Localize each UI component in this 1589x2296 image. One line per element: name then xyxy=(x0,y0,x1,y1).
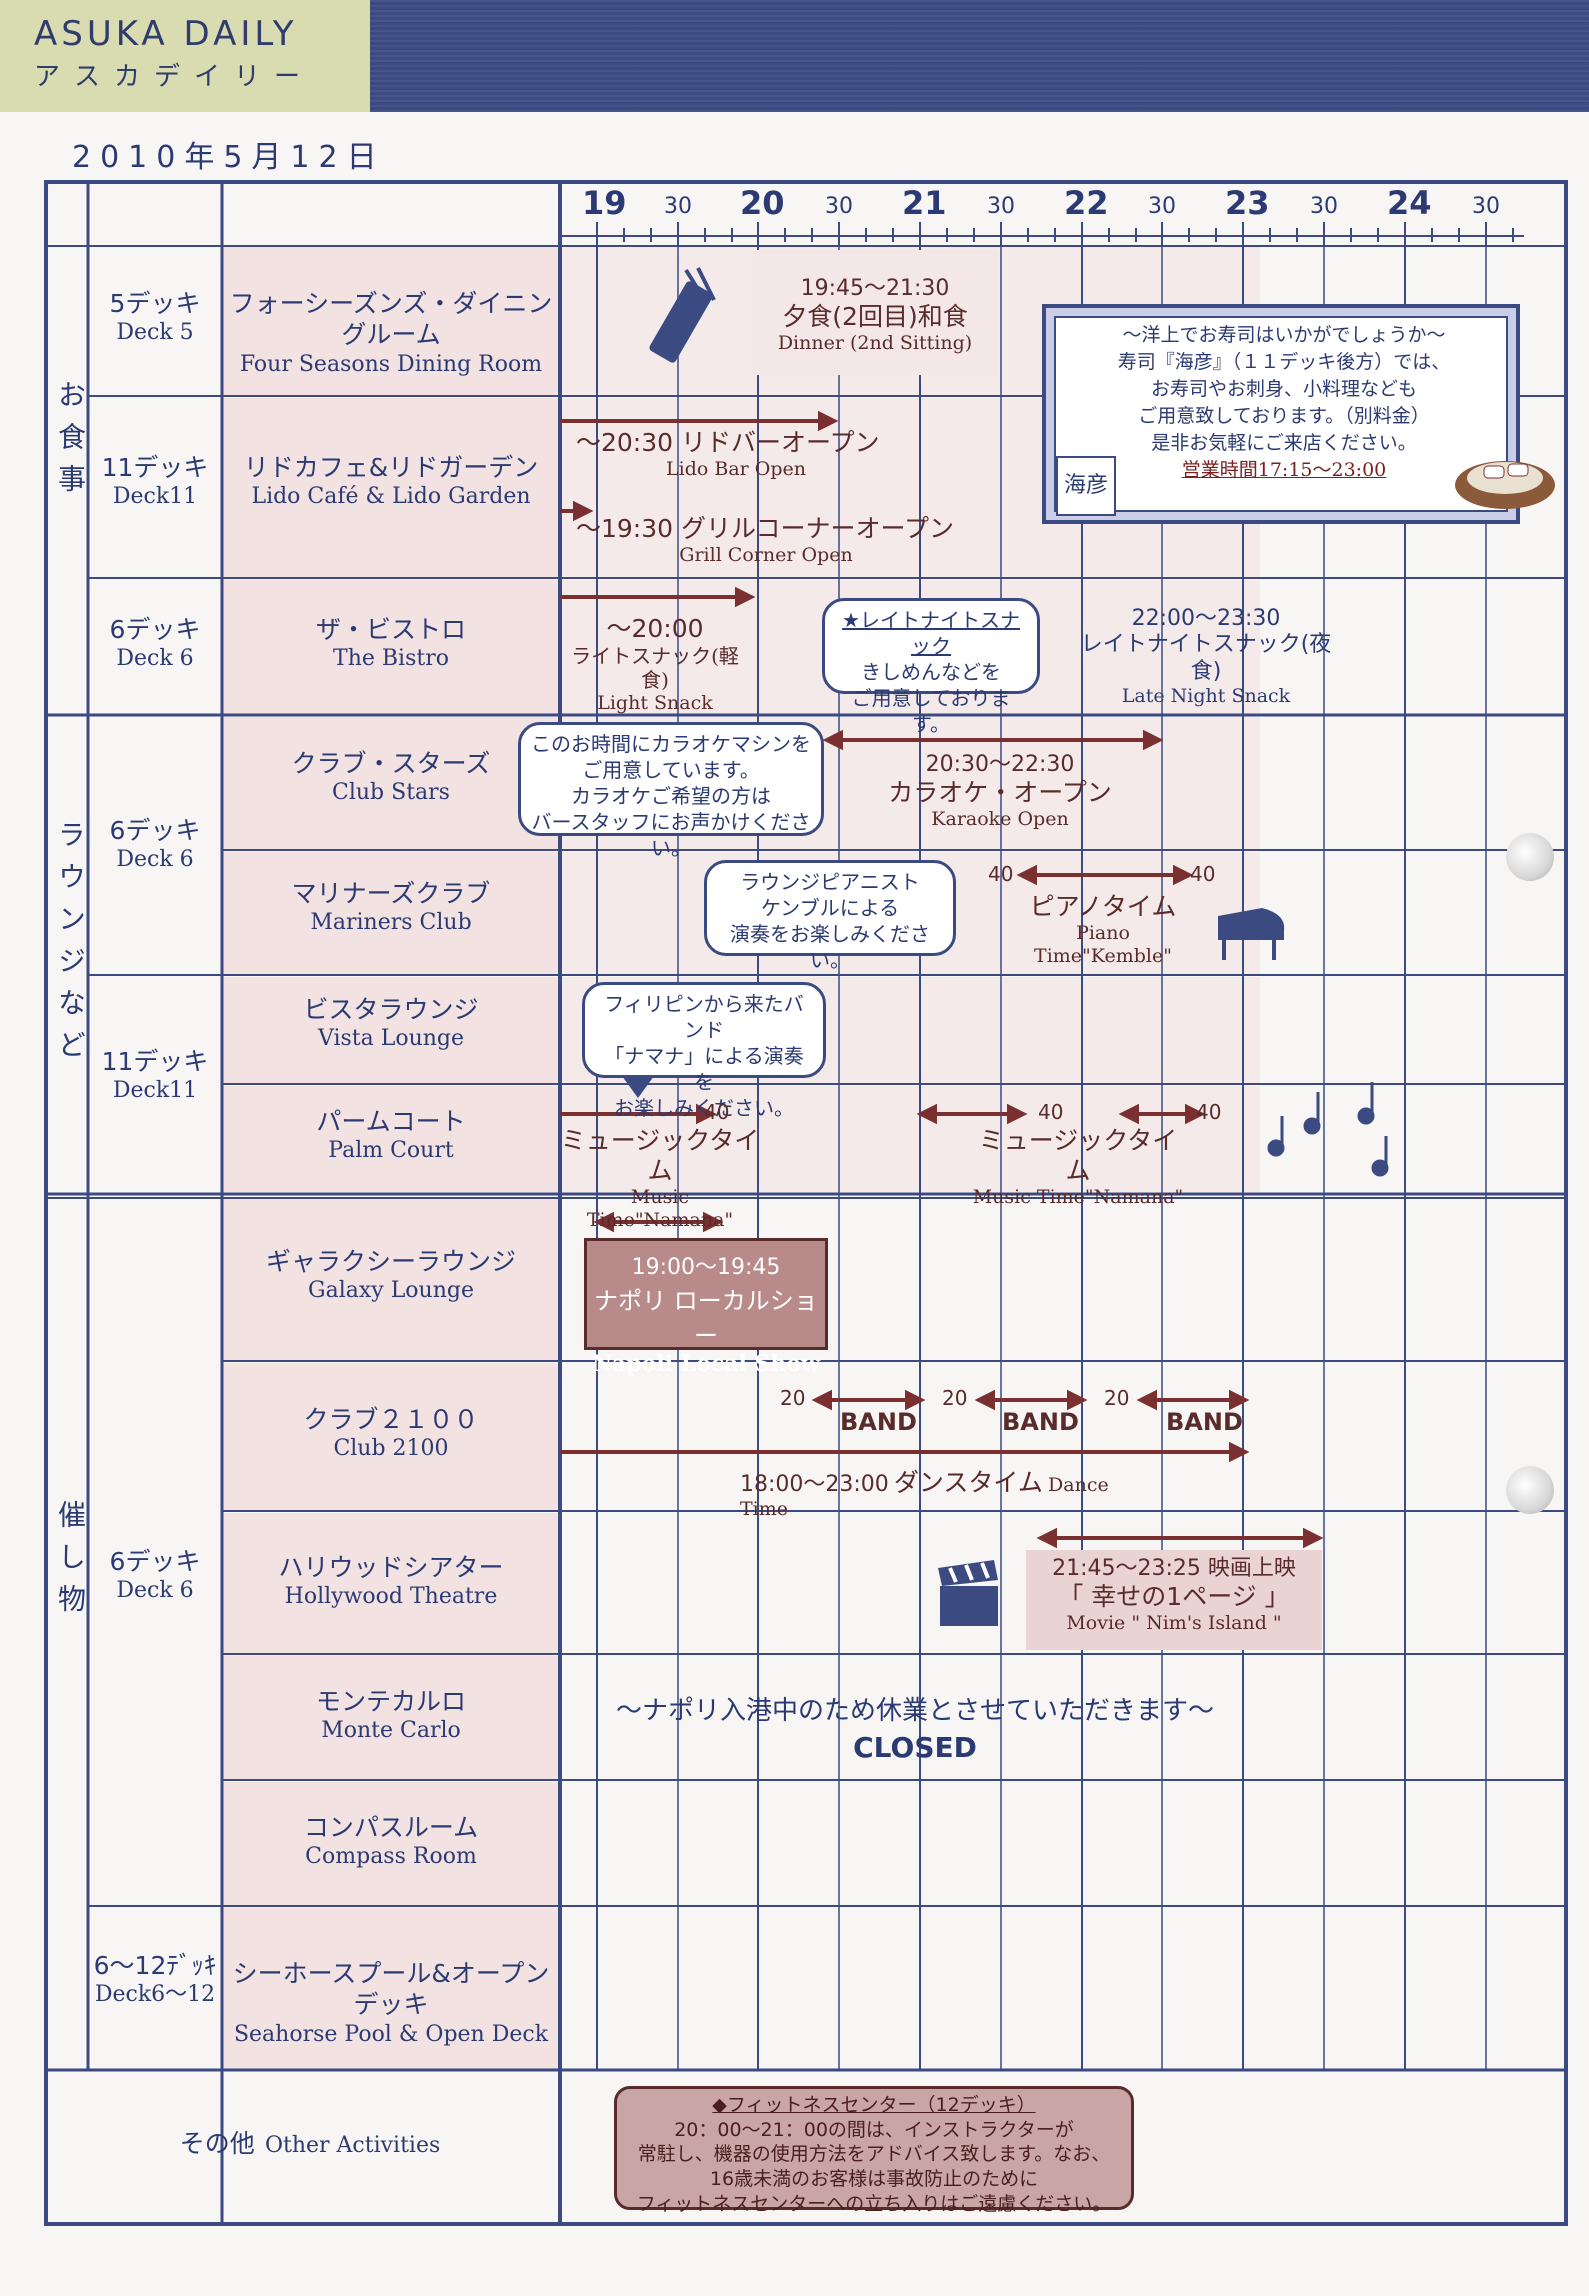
grand-piano-icon xyxy=(1218,908,1285,960)
fitness-notice: ◆フィットネスセンター（12デッキ） 20：00～21：00の間は、インストラク… xyxy=(614,2086,1134,2215)
chopsticks-icon xyxy=(649,267,716,363)
hour-23: 23 xyxy=(1225,184,1270,222)
clapperboard-icon xyxy=(938,1560,998,1626)
category-lounge: ラウンジなど xyxy=(54,820,87,1072)
event-dance-time: 18:00～23:00 ダンスタイム Dance Time xyxy=(740,1468,1109,1521)
event-dinner: 19:45～21:30 夕食(2回目)和食 Dinner (2nd Sittin… xyxy=(777,276,973,355)
band-mark: 20 xyxy=(942,1386,968,1410)
header-banner xyxy=(370,0,1589,112)
sushi-notice: ～洋上でお寿司はいかがでしょうか～ 寿司『海彦』（１１デッキ後方）では、 お寿司… xyxy=(1042,304,1520,524)
hour-19: 19 xyxy=(582,184,627,222)
hour-22: 22 xyxy=(1064,184,1109,222)
schedule-table xyxy=(44,180,1568,2226)
event-movie: 21:45～23:25 映画上映 「 幸せの1ページ 」 Movie " Nim… xyxy=(1026,1550,1322,1650)
event-grill: ～19:30 グリルコーナーオープン Grill Corner Open xyxy=(576,514,954,566)
category-events: 催し物 xyxy=(54,1500,87,1626)
sushi-line: 是非お気軽にご来店ください。 xyxy=(1151,431,1417,454)
brand-title: ASUKA DAILY xyxy=(34,14,298,54)
music-notes-icon xyxy=(1267,1082,1389,1177)
bubble-pianist: ラウンジピアニスト ケンブルによる 演奏をお楽しみください。 xyxy=(704,860,956,972)
half-hour-label: 30 xyxy=(1472,194,1500,219)
piano-end: 40 xyxy=(1190,862,1216,886)
event-light-snack: ～20:00 ライトスナック(軽食) Light Snack xyxy=(571,614,739,714)
closed-notice: ～ナポリ入港中のため休業とさせていただきます～ CLOSED xyxy=(615,1696,1214,1764)
venue-other: その他 Other Activities xyxy=(179,2129,441,2158)
bubble-late-night: ★レイトナイトスナック きしめんなどを ご用意しております。 xyxy=(822,598,1040,736)
music2-end: 40 xyxy=(1196,1100,1222,1124)
half-hour-label: 30 xyxy=(664,194,692,219)
event-late-snack: 22:00～23:30 レイトナイトスナック(夜食) Late Night Sn… xyxy=(1080,606,1332,708)
category-dining: お食事 xyxy=(54,380,87,506)
half-hour-label: 30 xyxy=(825,194,853,219)
sushi-line: ～洋上でお寿司はいかがでしょうか～ xyxy=(1122,324,1446,346)
band-label: BAND xyxy=(1166,1408,1243,1436)
schedule-date: 2010年5月12日 xyxy=(72,140,386,175)
binder-hole xyxy=(1506,1466,1554,1514)
half-hour-label: 30 xyxy=(987,194,1015,219)
event-lido-bar: ～20:30 リドバーオープン Lido Bar Open xyxy=(576,428,880,480)
band-mark: 20 xyxy=(1104,1386,1130,1410)
hour-24: 24 xyxy=(1387,184,1432,222)
event-piano: ピアノタイム Piano Time"Kemble" xyxy=(1029,892,1177,967)
header-brand-panel xyxy=(0,0,370,112)
hour-21: 21 xyxy=(902,184,947,222)
music1-end: 40 xyxy=(704,1100,730,1124)
hour-20: 20 xyxy=(740,184,785,222)
brand-subtitle: アスカデイリー xyxy=(34,62,315,92)
bubble-karaoke: このお時間にカラオケマシンを ご用意しています。 カラオケご希望の方は バースタ… xyxy=(518,722,824,860)
sushi-line: 寿司『海彦』（１１デッキ後方）では、 xyxy=(1117,350,1451,373)
music2-start: 40 xyxy=(1038,1100,1064,1124)
sushi-plate-icon xyxy=(1455,461,1555,509)
event-music-time-2: ミュージックタイム Music Time"Namana" xyxy=(972,1126,1184,1208)
sushi-hours: 営業時間17:15～23:00 xyxy=(1181,458,1387,481)
bubble-band: フィリピンから来たバンド 「ナマナ」による演奏を お楽しみください。 xyxy=(582,982,826,1120)
bubble-tip xyxy=(622,1076,654,1098)
sushi-line: お寿司やお刺身、小料理なども xyxy=(1150,377,1417,400)
band-mark: 20 xyxy=(780,1386,806,1410)
sushi-logo: 海彦 xyxy=(1056,456,1116,516)
piano-start: 40 xyxy=(988,862,1014,886)
half-hour-label: 30 xyxy=(1310,194,1338,219)
event-music-time-1: ミュージックタイム Music Time"Namana" xyxy=(560,1126,760,1231)
band-label: BAND xyxy=(840,1408,917,1436)
event-napoli-show: 19:00～19:45 ナポリ ローカルショー Napoli Local Sho… xyxy=(584,1238,828,1377)
half-hour-label: 30 xyxy=(1148,194,1176,219)
sushi-line: ご用意致しております。（別料金） xyxy=(1138,404,1430,427)
binder-hole xyxy=(1506,833,1554,881)
band-label: BAND xyxy=(1002,1408,1079,1436)
event-karaoke: 20:30～22:30 カラオケ・オープン Karaoke Open xyxy=(888,752,1112,831)
